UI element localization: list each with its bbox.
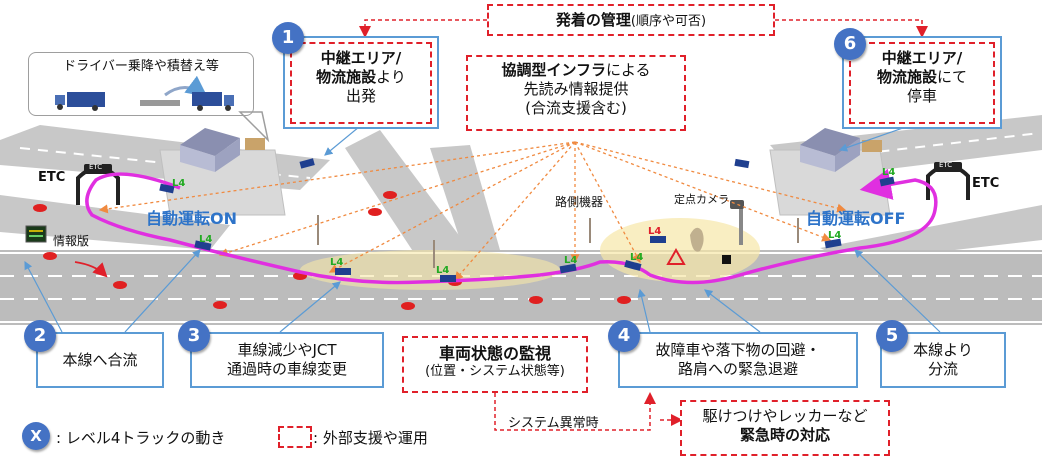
step3-line2: 通過時の車線変更 — [226, 359, 347, 378]
left-warehouse — [180, 128, 265, 172]
emergency-response-box: 駆けつけやレッカーなど 緊急時の対応 — [680, 400, 890, 456]
l4-label-broken: L4 — [648, 226, 661, 237]
emergency-line1: 駆けつけやレッカーなど — [702, 407, 868, 425]
step6-line2-bold: 物流施設 — [876, 67, 937, 86]
right-ramp — [820, 205, 1042, 262]
step3-lane-change-box: 車線減少やJCT 通過時の車線変更 — [190, 332, 384, 388]
l4-label: L4 — [199, 234, 212, 245]
roadside-unit-icon — [317, 215, 799, 268]
bubble-tail — [238, 111, 270, 143]
infra-arrows — [98, 141, 847, 281]
management-subtitle: (順序や可否) — [630, 14, 707, 29]
l4-label: L4 — [172, 178, 185, 189]
step3-line1: 車線減少やJCT — [237, 341, 337, 359]
l4-label: L4 — [564, 255, 577, 266]
right-warehouse — [800, 128, 882, 172]
top-dashed-connector — [359, 19, 928, 38]
smoke-icon — [690, 227, 704, 252]
departure-arrival-management: 発着の管理(順序や可否) — [487, 4, 775, 36]
step1-badge: 1 — [272, 22, 304, 54]
l4-labels: L4 L4 L4 L4 L4 L4 L4 L4 — [172, 167, 895, 276]
step1-line2-bold: 物流施設 — [316, 67, 377, 86]
step5-line2: 分流 — [927, 359, 958, 378]
infra-line1-rest: による — [606, 61, 651, 79]
step4-line2: 路肩への緊急退避 — [677, 359, 798, 378]
red-cars — [33, 191, 631, 310]
bubble-trucks-icon — [55, 75, 234, 111]
jct-ramp-left — [345, 130, 470, 262]
step2-merge-box: 本線へ合流 — [36, 332, 164, 388]
step1-departure-box: 中継エリア/ 物流施設より 出発 — [283, 36, 439, 129]
level4-truck-route — [85, 168, 938, 285]
step5-line1: 本線より — [913, 341, 973, 359]
system-error-label: システム異常時 — [508, 416, 599, 431]
etc-gate-right-sign: ETC — [939, 161, 953, 169]
step4-line1: 故障車や落下物の回避・ — [655, 341, 821, 359]
info-board-label: 情報版 — [53, 234, 90, 248]
zone-incident — [600, 218, 760, 282]
step3-badge: 3 — [178, 320, 210, 352]
monitoring-subtitle: (位置・システム状態等) — [425, 364, 565, 379]
fixed-camera-label: 定点カメラ — [674, 193, 729, 206]
warning-triangle-icon — [666, 247, 686, 265]
driver-bubble: ドライバー乗降や積替え等 — [28, 52, 254, 116]
step6-line3: 停車 — [906, 86, 937, 105]
monitoring-title: 車両状態の監視 — [438, 344, 551, 363]
l4-trucks — [159, 158, 895, 282]
step5-badge: 5 — [876, 320, 908, 352]
l4-label: L4 — [882, 167, 895, 178]
step4-avoidance-box: 故障車や落下物の回避・ 路肩への緊急退避 — [618, 332, 858, 388]
step4-badge: 4 — [608, 320, 640, 352]
driver-bubble-text: ドライバー乗降や積替え等 — [63, 59, 219, 74]
step6-line2-rest: にて — [937, 67, 968, 86]
auto-driving-on-label: 自動運転ON — [146, 209, 237, 228]
roadside-unit-label: 路側機器 — [555, 195, 604, 209]
infra-line1-bold: 協調型インフラ — [501, 61, 606, 79]
step2-text: 本線へ合流 — [62, 351, 138, 369]
step6-badge: 6 — [834, 28, 866, 60]
l4-label: L4 — [828, 230, 841, 241]
infra-line2: 先読み情報提供 — [523, 79, 629, 98]
legend-support-text: : 外部支援や運用 — [313, 429, 428, 447]
l4-label: L4 — [436, 265, 449, 276]
l4-label: L4 — [330, 257, 343, 268]
emergency-line2: 緊急時の対応 — [739, 425, 830, 444]
debris-icon — [722, 255, 731, 264]
step1-line1: 中継エリア/ — [320, 49, 402, 67]
auto-driving-off-label: 自動運転OFF — [806, 209, 906, 228]
step2-badge: 2 — [24, 320, 56, 352]
management-title: 発着の管理 — [555, 11, 631, 29]
info-board-sign — [25, 225, 47, 243]
legend-truck-text: : レベル4トラックの動き — [56, 429, 226, 447]
legend-x-badge: X — [22, 422, 50, 450]
cooperative-infra-box: 協調型インフラによる 先読み情報提供 (合流支援含む) — [466, 55, 686, 131]
etc-gate-right — [926, 162, 970, 200]
infra-line3: (合流支援含む) — [525, 98, 627, 117]
legend-red-dashed-swatch — [278, 426, 312, 448]
step1-line3: 出発 — [345, 86, 376, 105]
left-ramp — [0, 195, 230, 250]
step6-stop-box: 中継エリア/ 物流施設にて 停車 — [842, 36, 1002, 129]
step1-line2-rest: より — [376, 67, 406, 86]
etc-left-label: ETC — [38, 170, 66, 185]
etc-right-label: ETC — [972, 176, 1000, 191]
jct-ramp-right — [430, 145, 500, 255]
vehicle-monitoring-box: 車両状態の監視 (位置・システム状態等) — [402, 336, 588, 393]
etc-gate-left-sign: ETC — [89, 163, 103, 171]
step6-line1: 中継エリア/ — [881, 49, 963, 67]
etc-gate-left — [76, 164, 120, 205]
system-error-connector — [494, 392, 683, 431]
l4-label: L4 — [630, 252, 643, 263]
